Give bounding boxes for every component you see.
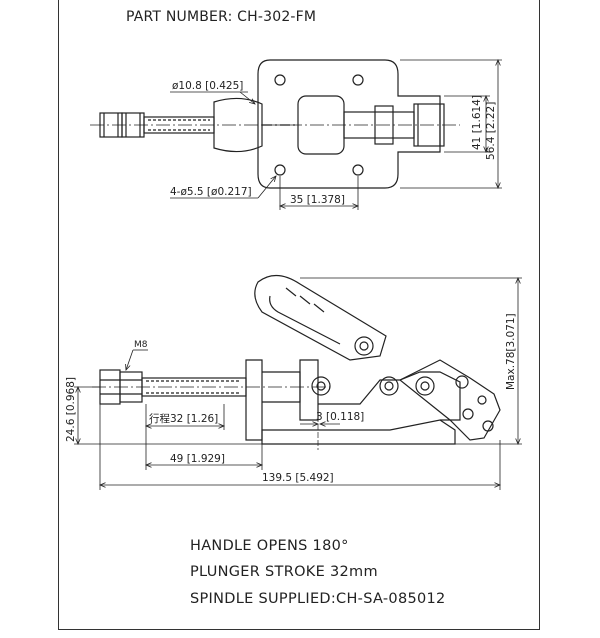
dim-base-height-label: 24.6 [0.968]: [65, 377, 77, 442]
side-pivot: [311, 376, 331, 396]
side-pivot: [379, 376, 399, 396]
top-plunger-grip: [213, 97, 263, 153]
dim-height-inner-label: 41 [1.614]: [471, 95, 483, 150]
dim-overall-length-label: 139.5 [5.492]: [262, 472, 334, 484]
top-mount-hole: [352, 164, 364, 176]
top-mount-hole: [352, 74, 364, 86]
dim-stroke-label: 行程32 [1.26]: [149, 412, 218, 425]
side-pivot: [415, 376, 435, 396]
side-base: [261, 419, 456, 445]
note-handle-opens: HANDLE OPENS 180°: [190, 538, 349, 554]
dim-bore-label: ø10.8 [0.425]: [172, 80, 243, 92]
dim-hole-spacing-label: 35 [1.378]: [290, 194, 345, 206]
side-view: [74, 274, 522, 490]
side-rear-lever: [398, 359, 501, 441]
side-handle: [254, 274, 387, 361]
top-mount-hole: [274, 74, 286, 86]
dim-max-height-label: Max.78[3.071]: [505, 313, 517, 390]
part-number-title: PART NUMBER: CH-302-FM: [126, 9, 317, 25]
drawing-frame: [58, 0, 540, 630]
dim-height-outer-label: 56.4 [2.22]: [485, 102, 497, 160]
side-front-bracket: [245, 359, 263, 441]
dim-to-base-label: 49 [1.929]: [170, 453, 225, 465]
dim-holes-label: 4-ø5.5 [ø0.217]: [170, 186, 252, 198]
note-plunger-stroke: PLUNGER STROKE 32mm: [190, 564, 378, 580]
thread-label: M8: [134, 340, 148, 350]
dim-offset-label: 3 [0.118]: [316, 411, 364, 423]
top-view: [90, 60, 502, 210]
side-lever-hole: [455, 375, 469, 389]
side-pivot: [354, 336, 374, 356]
top-mount-hole: [274, 164, 286, 176]
top-base-plate: [257, 59, 441, 189]
note-spindle: SPINDLE SUPPLIED:CH-SA-085012: [190, 591, 446, 607]
